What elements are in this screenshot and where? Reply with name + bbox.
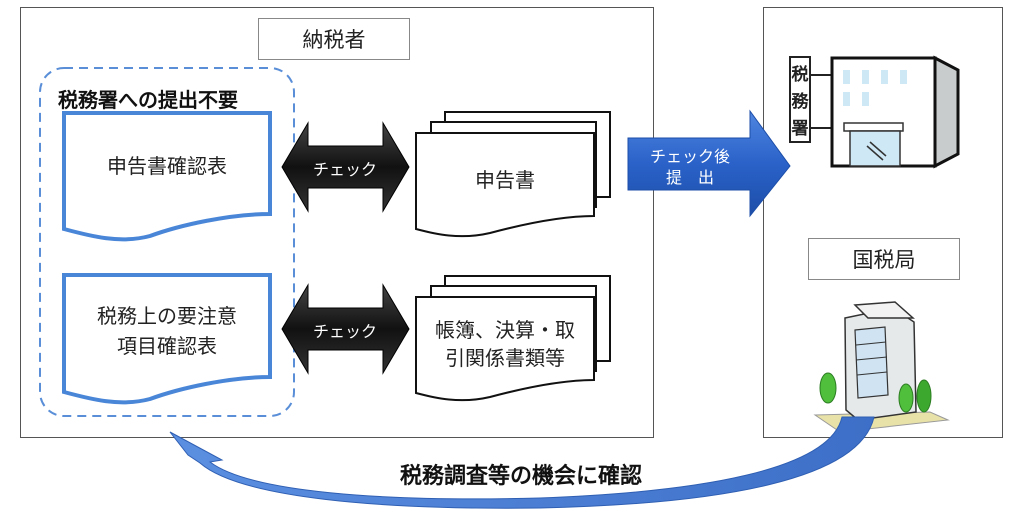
- tax-office-sign-2: 務: [791, 92, 809, 112]
- no-submission-label: 税務署への提出不要: [58, 88, 238, 112]
- check-arrow-2: [281, 283, 410, 375]
- checklist-form-2: [62, 273, 272, 405]
- tax-office-building-icon: [789, 55, 960, 169]
- tax-office-sign-1: 税: [791, 65, 809, 85]
- regional-bureau-building-icon: [813, 301, 950, 433]
- feedback-arrow: [169, 416, 875, 509]
- tax-office-sign-3: 署: [791, 119, 809, 139]
- form-1-label: 申告書確認表: [107, 154, 227, 178]
- no-submission-group: [39, 67, 295, 417]
- submit-arrow-line-1: チェック後: [649, 147, 730, 166]
- tax-return-label: 申告書: [475, 168, 535, 192]
- ledger-document-stack: [415, 275, 611, 402]
- submit-arrow: [627, 109, 791, 218]
- ledger-label-line-2: 引関係書類等: [445, 346, 565, 370]
- check-arrow-1-label: チェック: [312, 160, 377, 179]
- regional-bureau-title: 国税局: [808, 238, 960, 280]
- checklist-form-1: [62, 111, 272, 242]
- tax-return-document-stack: [415, 111, 611, 238]
- form-2-label-line-1: 税務上の要注意: [97, 304, 237, 328]
- feedback-arrow-label: 税務調査等の機会に確認: [400, 464, 643, 489]
- ledger-label-line-1: 帳簿、決算・取: [435, 318, 575, 342]
- form-2-label-line-2: 項目確認表: [117, 334, 217, 358]
- check-arrow-2-label: チェック: [312, 322, 377, 341]
- submit-arrow-line-2: 提 出: [665, 168, 714, 187]
- taxpayer-title: 納税者: [258, 18, 410, 60]
- check-arrow-1: [281, 121, 410, 213]
